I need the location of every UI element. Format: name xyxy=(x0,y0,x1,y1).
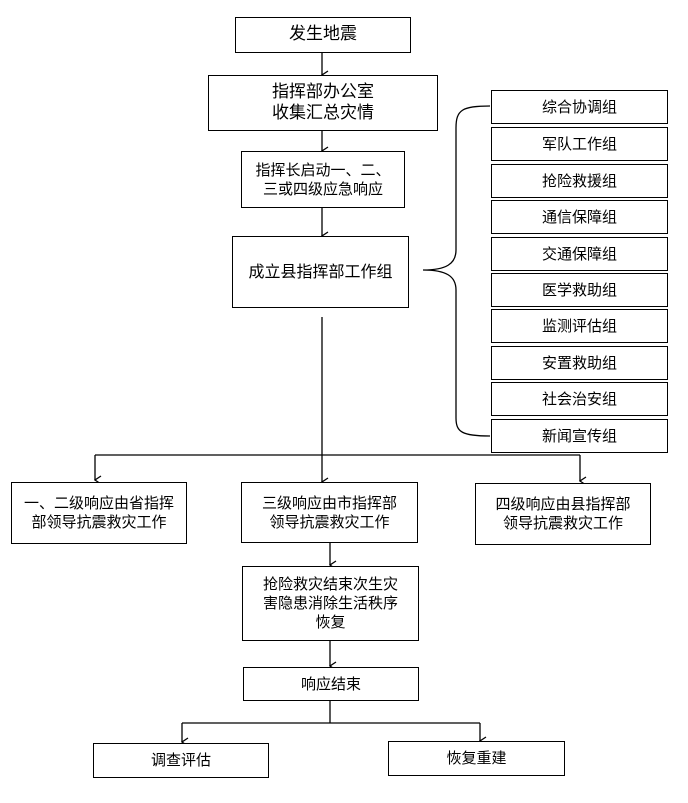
node-investigation-text: 调查评估 xyxy=(150,751,211,770)
group-label: 社会治安组 xyxy=(541,389,617,408)
group-label: 军队工作组 xyxy=(541,134,617,153)
group-label: 监测评估组 xyxy=(541,316,617,335)
group-label: 新闻宣传组 xyxy=(541,426,617,445)
node-level12-response: 一、二级响应由省指挥 部领导抗震救灾工作 xyxy=(11,482,187,544)
group-item: 医学救助组 xyxy=(491,273,668,307)
node-recovery: 抢险救灾结束次生灾 害隐患消除生活秩序 恢复 xyxy=(242,566,419,641)
group-label: 通信保障组 xyxy=(541,207,617,226)
group-item: 新闻宣传组 xyxy=(491,419,668,453)
node-level12-line2: 部领导抗震救灾工作 xyxy=(31,513,167,531)
group-item: 社会治安组 xyxy=(491,382,668,416)
node-level4-line2: 领导抗震救灾工作 xyxy=(502,514,623,532)
node-level4-line1: 四级响应由县指挥部 xyxy=(495,495,631,514)
node-commander-activate: 指挥长启动一、二、 三或四级应急响应 xyxy=(241,151,405,208)
node-recovery-line3: 恢复 xyxy=(315,612,346,631)
node-commander-line1: 指挥长启动一、二、 xyxy=(255,160,391,179)
node-rebuild-text: 恢复重建 xyxy=(446,749,507,768)
node-earthquake: 发生地震 xyxy=(235,17,411,53)
node-command-office-line2: 收集汇总灾情 xyxy=(272,103,374,123)
group-item: 交通保障组 xyxy=(491,237,668,271)
node-recovery-line1: 抢险救灾结束次生灾 xyxy=(262,575,398,594)
node-command-office: 指挥部办公室 收集汇总灾情 xyxy=(208,75,438,131)
group-label: 安置救助组 xyxy=(541,353,617,372)
group-item: 通信保障组 xyxy=(491,200,668,234)
group-label: 医学救助组 xyxy=(541,280,617,299)
node-county-hq-text: 成立县指挥部工作组 xyxy=(248,262,393,281)
node-county-hq: 成立县指挥部工作组 xyxy=(232,236,409,308)
node-rebuild: 恢复重建 xyxy=(388,741,565,776)
group-label: 交通保障组 xyxy=(541,244,617,263)
node-response-end-text: 响应结束 xyxy=(300,674,361,693)
node-commander-line2: 三或四级应急响应 xyxy=(262,179,383,198)
group-item: 军队工作组 xyxy=(491,127,668,161)
node-earthquake-text: 发生地震 xyxy=(289,24,357,45)
node-level4-response: 四级响应由县指挥部 领导抗震救灾工作 xyxy=(475,483,651,545)
node-level3-line2: 领导抗震救灾工作 xyxy=(269,512,390,531)
group-label: 抢险救援组 xyxy=(541,171,617,190)
node-level3-response: 三级响应由市指挥部 领导抗震救灾工作 xyxy=(241,482,418,543)
group-item: 抢险救援组 xyxy=(491,164,668,198)
group-item: 监测评估组 xyxy=(491,309,668,343)
node-recovery-line2: 害隐患消除生活秩序 xyxy=(262,594,398,613)
node-command-office-line1: 指挥部办公室 xyxy=(272,81,374,102)
node-level3-line1: 三级响应由市指挥部 xyxy=(261,493,397,512)
group-item: 综合协调组 xyxy=(491,90,668,124)
group-item: 安置救助组 xyxy=(491,346,668,380)
group-label: 综合协调组 xyxy=(541,97,617,116)
node-response-end: 响应结束 xyxy=(243,667,419,701)
node-investigation: 调查评估 xyxy=(93,743,269,778)
groups-brace xyxy=(422,105,491,437)
node-level12-line1: 一、二级响应由省指挥 xyxy=(23,494,174,513)
